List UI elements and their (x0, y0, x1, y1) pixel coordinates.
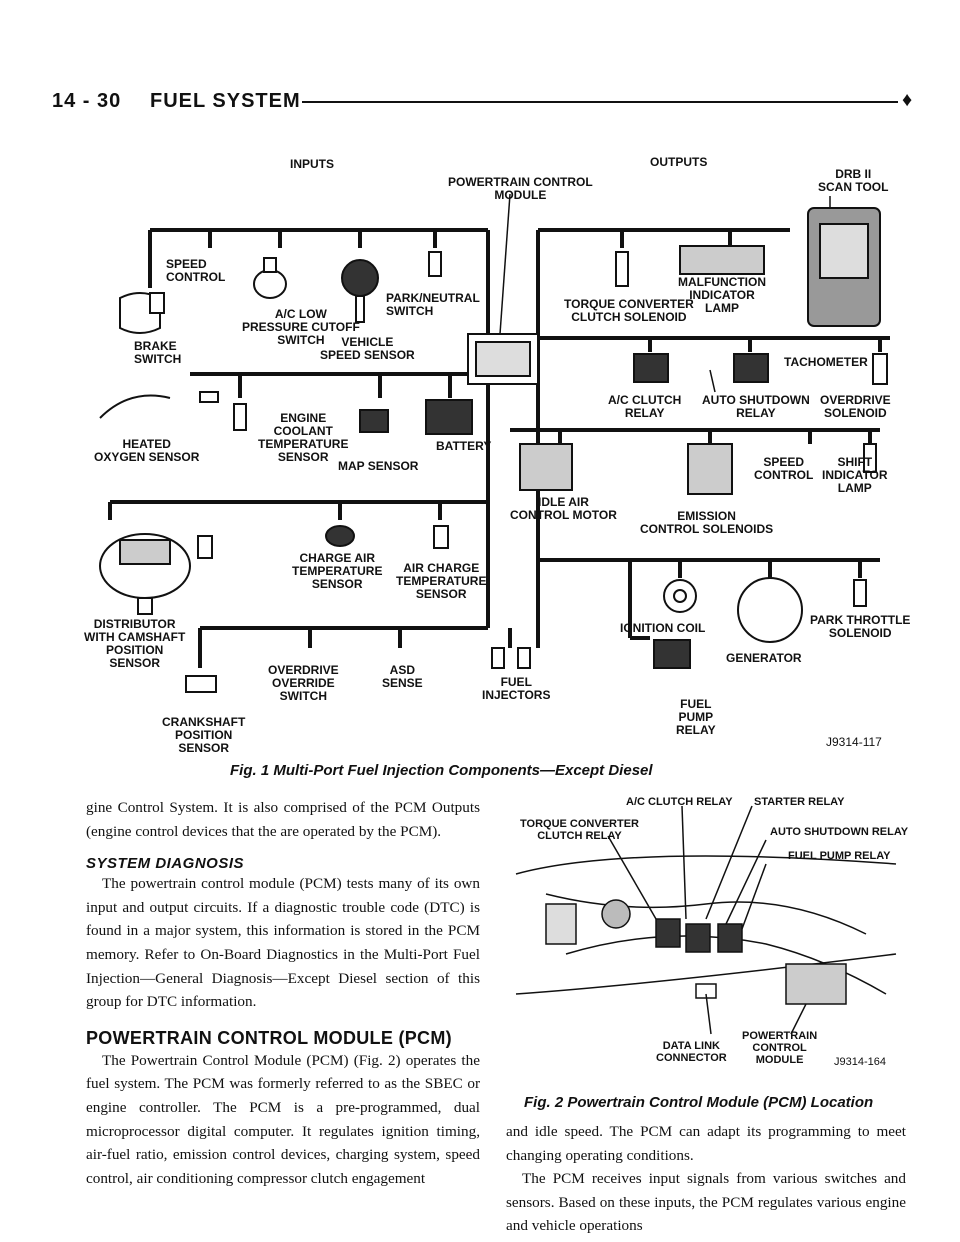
drb-scan-tool-label: DRB II SCAN TOOL (818, 167, 889, 194)
auto-shutdown-relay-label: AUTO SHUTDOWN RELAY (702, 393, 810, 420)
right-column-paragraph-2: The PCM receives input signals from vari… (506, 1170, 906, 1235)
fig2-auto-shutdown-relay-label: AUTO SHUTDOWN RELAY (770, 826, 909, 838)
engine-bay-drawing (515, 805, 897, 1035)
emission-solenoids-label: EMISSION CONTROL SOLENOIDS (640, 509, 774, 536)
header-rule (302, 101, 898, 103)
ignition-coil-label: IGNITION COIL (620, 621, 706, 635)
park-neutral-label: PARK/NEUTRAL SWITCH (386, 291, 480, 318)
intro-continued-paragraph: gine Control System. It is also comprise… (86, 799, 480, 840)
ac-clutch-relay-label: A/C CLUTCH RELAY (608, 393, 682, 420)
figure-1-id: J9314-117 (826, 735, 882, 749)
fuel-pump-relay-label: FUEL PUMP RELAY (676, 697, 716, 737)
fuel-injectors-label: FUEL INJECTORS (482, 675, 551, 702)
brake-switch-label: BRAKE SWITCH (134, 339, 182, 366)
generator-label: GENERATOR (726, 651, 802, 665)
map-sensor-label: MAP SENSOR (338, 459, 419, 473)
speed-control-input-label: SPEED CONTROL (166, 257, 226, 284)
fig2-data-link-label: DATA LINK CONNECTOR (656, 1040, 727, 1064)
fig2-torque-converter-relay-label: TORQUE CONVERTER CLUTCH RELAY (520, 818, 639, 842)
outputs-heading: OUTPUTS (650, 155, 708, 169)
shift-indicator-lamp-label: SHIFT INDICATOR LAMP (822, 455, 888, 495)
right-column-paragraph-1: and idle speed. The PCM can adapt its pr… (506, 1123, 906, 1164)
inputs-heading: INPUTS (290, 157, 335, 171)
figure-1-caption: Fig. 1 Multi-Port Fuel Injection Compone… (230, 762, 653, 779)
fig2-ac-clutch-relay-label: A/C CLUTCH RELAY (626, 796, 733, 808)
system-diagnosis-heading: SYSTEM DIAGNOSIS (86, 855, 245, 873)
coolant-temp-label: ENGINE COOLANT TEMPERATURE SENSOR (258, 411, 349, 464)
crankshaft-label: CRANKSHAFT POSITION SENSOR (162, 715, 246, 755)
tachometer-label: TACHOMETER (784, 355, 868, 369)
asd-sense-label: ASD SENSE (382, 663, 423, 690)
overdrive-override-label: OVERDRIVE OVERRIDE SWITCH (268, 663, 339, 703)
vehicle-speed-label: VEHICLE SPEED SENSOR (320, 335, 415, 362)
charge-air-temp-label: CHARGE AIR TEMPERATURE SENSOR (292, 551, 383, 591)
diamond-marker-icon: ♦ (902, 89, 913, 111)
battery-label: BATTERY (436, 439, 492, 453)
fig2-pcm-label: POWERTRAIN CONTROL MODULE (742, 1030, 818, 1066)
fig2-fuel-pump-relay-label: FUEL PUMP RELAY (788, 850, 891, 862)
fig2-starter-relay-label: STARTER RELAY (754, 796, 845, 808)
pcm-paragraph: The Powertrain Control Module (PCM) (Fig… (86, 1051, 480, 1187)
distributor-label: DISTRIBUTOR WITH CAMSHAFT POSITION SENSO… (84, 617, 186, 670)
figure-1-wiring (99, 193, 890, 693)
figure-2-illustration: A/C CLUTCH RELAY STARTER RELAY TORQUE CO… (506, 794, 909, 1079)
left-column: gine Control System. It is also comprise… (86, 796, 480, 1190)
page-header: 14 - 30 FUEL SYSTEM ♦ (40, 84, 918, 118)
pcm-label: POWERTRAIN CONTROL MODULE (448, 175, 593, 202)
torque-converter-label: TORQUE CONVERTER CLUTCH SOLENOID (564, 297, 694, 324)
figure-2-id: J9314-164 (834, 1056, 886, 1068)
system-diagnosis-paragraph: The powertrain control module (PCM) test… (86, 875, 480, 1011)
speed-control-output-label: SPEED CONTROL (754, 455, 814, 482)
pcm-heading: POWERTRAIN CONTROL MODULE (PCM) (86, 1027, 452, 1048)
section-title: FUEL SYSTEM (150, 90, 301, 112)
right-column: and idle speed. The PCM can adapt its pr… (506, 1120, 906, 1238)
malfunction-lamp-label: MALFUNCTION INDICATOR LAMP (678, 275, 766, 315)
figure-2-caption: Fig. 2 Powertrain Control Module (PCM) L… (524, 1094, 874, 1111)
air-charge-temp-label: AIR CHARGE TEMPERATURE SENSOR (396, 561, 487, 601)
ac-low-pressure-label: A/C LOW PRESSURE CUTOFF SWITCH (242, 307, 360, 347)
heated-o2-label: HEATED OXYGEN SENSOR (94, 437, 200, 464)
page-number: 14 - 30 (52, 90, 122, 112)
park-throttle-label: PARK THROTTLE SOLENOID (810, 613, 911, 640)
figure-1-diagram: INPUTS OUTPUTS POWERTRAIN CONTROL MODULE… (84, 148, 918, 755)
overdrive-solenoid-label: OVERDRIVE SOLENOID (820, 393, 891, 420)
idle-air-motor-label: IDLE AIR CONTROL MOTOR (510, 495, 617, 522)
